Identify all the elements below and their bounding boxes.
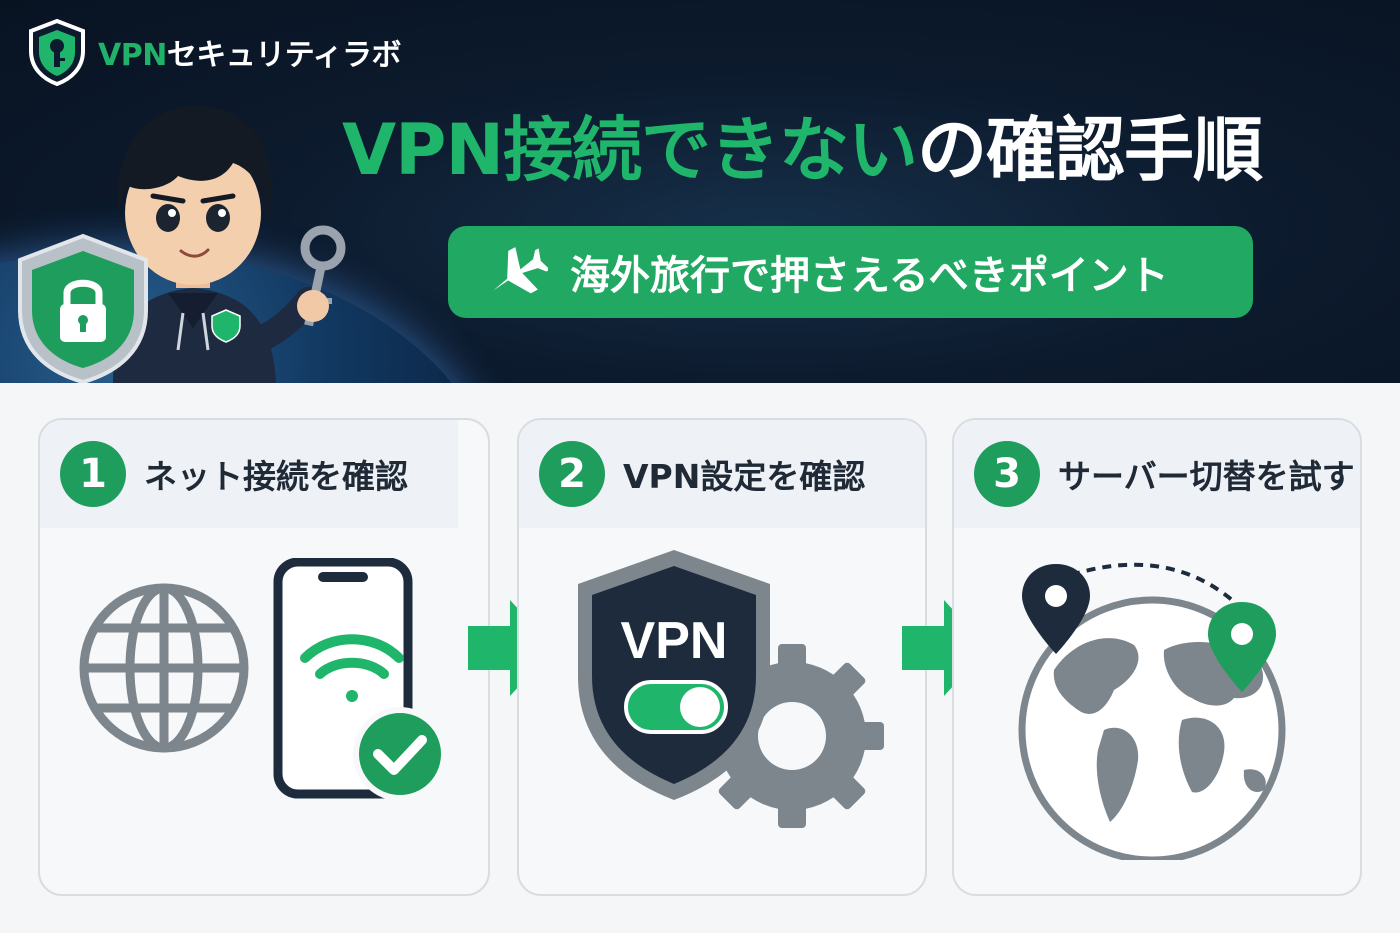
shield-vpn-text: VPN: [621, 612, 728, 670]
step-label: ネット接続を確認: [144, 457, 408, 496]
checkmark-icon: [353, 707, 447, 801]
location-pin-icon-navy: [1022, 564, 1090, 654]
step-header-2: 2 VPN設定を確認: [519, 420, 925, 528]
step-card-2: 2 VPN設定を確認 VPN: [517, 418, 927, 896]
route-dashed-line: [1055, 562, 1234, 602]
step-number: 3: [974, 441, 1040, 507]
arrow-right-icon: [902, 600, 988, 696]
toggle-switch-icon: [624, 680, 728, 734]
arrow-right-icon: [468, 600, 554, 696]
subtitle-text: 海外旅行で押さえるべきポイント: [570, 253, 1169, 299]
step-number: 1: [60, 441, 126, 507]
step-number: 2: [539, 441, 605, 507]
airplane-icon: [493, 247, 548, 294]
brand-vpn: VPN: [98, 38, 167, 73]
step-header-1: 1 ネット接続を確認: [40, 420, 458, 528]
step3-illustration: [1018, 562, 1286, 860]
subtitle-banner: 海外旅行で押さえるべきポイント: [448, 226, 1253, 318]
step-card-3: 3 サーバー切替を試す: [952, 418, 1362, 896]
step-header-3: 3 サーバー切替を試す: [954, 420, 1360, 528]
brand-rest: セキュリティラボ: [166, 38, 402, 73]
brand-name: VPNセキュリティラボ: [98, 30, 402, 74]
brand-logo[interactable]: VPNセキュリティラボ: [26, 18, 402, 86]
shield-key-icon: [29, 18, 85, 86]
step2-illustration: VPN: [578, 550, 884, 828]
step-label: サーバー切替を試す: [1058, 457, 1355, 496]
mascot-illustration: [18, 105, 346, 383]
globe-icon: [79, 583, 249, 753]
title-rest: の確認手順: [917, 109, 1263, 191]
hero-banner: VPNセキュリティラボ: [0, 0, 1400, 383]
step-label: VPN設定を確認: [623, 457, 866, 496]
wifi-icon: [300, 634, 404, 702]
location-pin-icon-green: [1208, 602, 1276, 692]
step1-illustration: [79, 558, 447, 801]
step-card-1: 1 ネット接続を確認: [38, 418, 490, 896]
title-highlight: VPN接続できない: [342, 109, 918, 191]
page-title: VPN接続できないの確認手順: [342, 100, 1372, 200]
world-globe-icon: [1018, 596, 1286, 860]
